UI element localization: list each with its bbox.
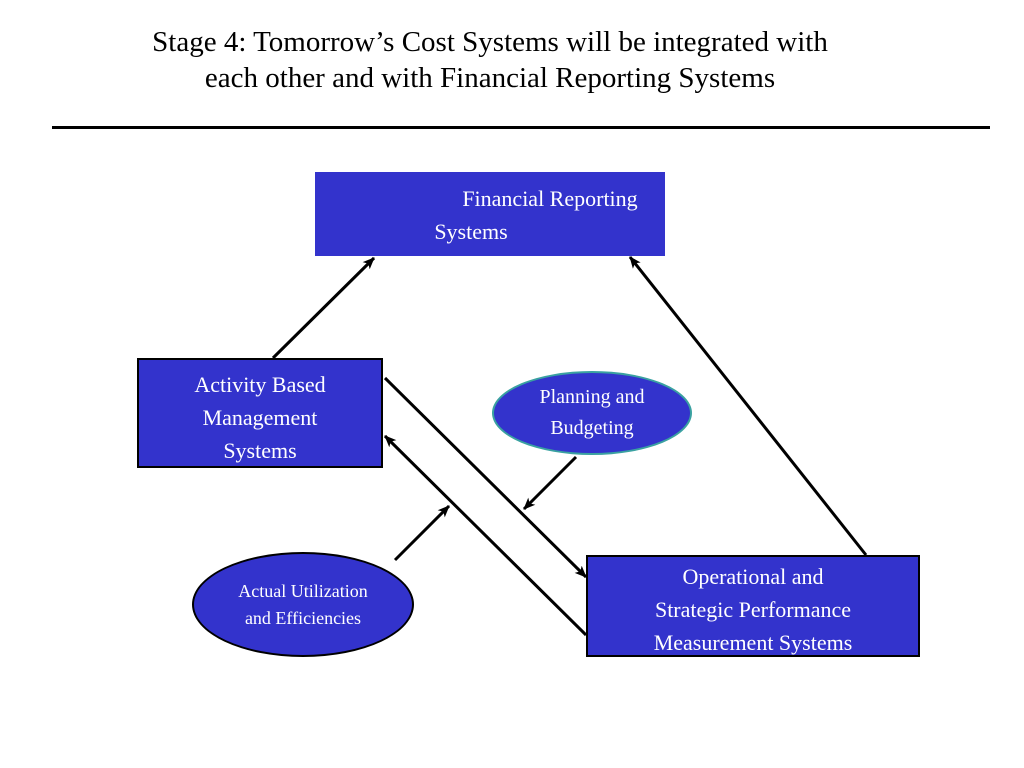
- actual-utilization-oval: Actual Utilization and Efficiencies: [192, 552, 414, 657]
- planning-label-1: Planning and: [539, 386, 645, 408]
- financial-reporting-systems-box: Financial Reporting Systems: [315, 172, 665, 256]
- operational-label-1: Operational and: [682, 564, 824, 589]
- actual-label-2: and Efficiencies: [244, 607, 362, 628]
- activity-based-label-2: Management: [202, 405, 318, 430]
- title-divider: [52, 126, 990, 129]
- arrow-abm-to-financial: [271, 256, 376, 360]
- planning-label-2: Budgeting: [550, 417, 634, 439]
- financial-reporting-label-1: Financial Reporting: [462, 186, 638, 211]
- activity-based-label-3: Systems: [223, 438, 297, 463]
- operational-label-3: Measurement Systems: [653, 630, 853, 655]
- actual-label-1: Actual Utilization: [238, 580, 368, 601]
- arrow-operational-to-financial: [628, 256, 868, 556]
- activity-based-label-1: Activity Based: [194, 372, 326, 397]
- arrow-operational-to-abm: [383, 434, 588, 637]
- slide-title: Stage 4: Tomorrow’s Cost Systems will be…: [40, 24, 940, 96]
- operational-performance-box: Operational and Strategic Performance Me…: [586, 555, 920, 657]
- operational-label-2: Strategic Performance: [654, 597, 852, 622]
- title-line-2: each other and with Financial Reporting …: [204, 62, 776, 94]
- arrow-planning-to-link: [522, 455, 578, 511]
- arrow-actual-to-link: [393, 504, 451, 562]
- arrow-abm-to-operational: [383, 376, 588, 579]
- activity-based-management-box: Activity Based Management Systems: [137, 358, 383, 468]
- title-line-1: Stage 4: Tomorrow’s Cost Systems will be…: [152, 26, 828, 58]
- planning-budgeting-oval: Planning and Budgeting: [492, 371, 692, 455]
- financial-reporting-label-2: Systems: [434, 219, 508, 244]
